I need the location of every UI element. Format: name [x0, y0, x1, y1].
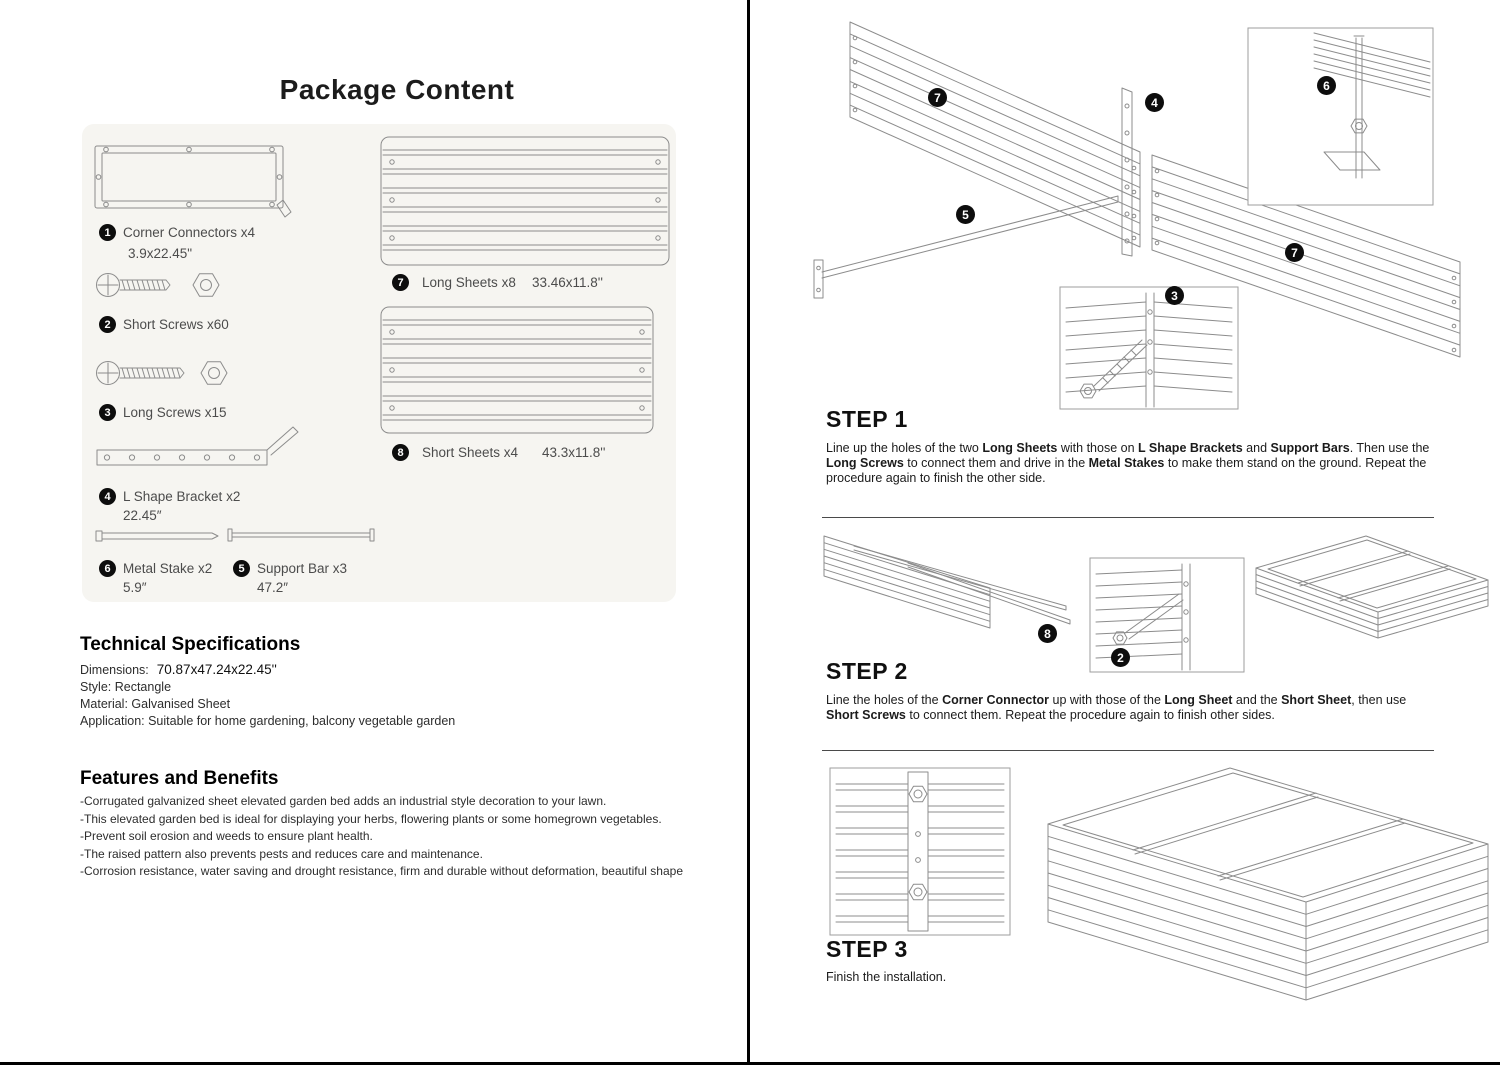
spec-dimensions-label: Dimensions: — [80, 663, 149, 677]
corner-connector-drawing — [94, 145, 292, 218]
feature-item: -Corrosion resistance, water saving and … — [80, 864, 683, 878]
part-3-label: Long Screws x15 — [123, 405, 227, 420]
tech-specs-heading: Technical Specifications — [80, 634, 301, 655]
diagram-badge-long-sheet-2: 7 — [1285, 243, 1304, 262]
step1-title: STEP 1 — [826, 406, 908, 432]
feature-item: -This elevated garden bed is ideal for d… — [80, 811, 662, 826]
part-5-label: Support Bar x3 — [257, 561, 348, 576]
part-1-size: 3.9x22.45" — [128, 246, 193, 261]
step2-text: Line the holes of the Corner Connector u… — [826, 693, 1407, 722]
part-6-badge: 6 — [99, 560, 116, 577]
part-4-badge: 4 — [99, 488, 116, 505]
page-title: Package Content — [279, 74, 515, 105]
step3-text: Finish the installation. — [826, 970, 947, 984]
stake-detail-inset — [1247, 27, 1434, 206]
long-screw-drawing — [96, 361, 228, 385]
l-bracket-drawing — [96, 426, 299, 466]
diagram-badge-metal-stake: 6 — [1317, 76, 1336, 95]
part-5-badge: 5 — [233, 560, 250, 577]
diagram-badge-short-screw: 2 — [1111, 648, 1130, 667]
step3-diagram — [829, 767, 1489, 1001]
step1-text: Line up the holes of the two Long Sheets… — [826, 441, 1430, 485]
spec-material: Material: Galvanised Sheet — [80, 697, 231, 711]
feature-item: -Prevent soil erosion and weeds to ensur… — [80, 829, 373, 843]
features-list: -Corrugated galvanized sheet elevated ga… — [80, 793, 740, 881]
part-1-label: Corner Connectors x4 — [123, 225, 256, 240]
part-7-label: Long Sheets x8 — [422, 275, 516, 290]
spec-dimensions-value: 70.87x47.24x22.45'' — [156, 662, 277, 677]
feature-item: -Corrugated galvanized sheet elevated ga… — [80, 794, 607, 808]
part-6-label: Metal Stake x2 — [123, 561, 213, 576]
corner-detail-inset — [1089, 557, 1245, 673]
section-divider — [822, 517, 1434, 518]
diagram-badge-support-bar: 5 — [956, 205, 975, 224]
diagram-badge-long-sheet: 7 — [928, 88, 947, 107]
step2-title: STEP 2 — [826, 658, 908, 684]
part-7-size: 33.46x11.8'' — [532, 275, 603, 290]
part-6-size: 5.9″ — [123, 580, 147, 595]
step1-diagram — [813, 21, 1461, 410]
metal-stake-drawing — [95, 530, 219, 542]
part-5-size: 47.2″ — [257, 580, 289, 595]
spec-style: Style: Rectangle — [80, 680, 172, 694]
part-8-badge: 8 — [392, 444, 409, 461]
short-sheets-drawing — [380, 306, 654, 434]
features-heading: Features and Benefits — [80, 768, 279, 789]
part-2-label: Short Screws x60 — [123, 317, 229, 332]
spec-dimensions: Dimensions: 70.87x47.24x22.45'' — [80, 662, 277, 677]
part-3-badge: 3 — [99, 404, 116, 421]
part-1-badge: 1 — [99, 224, 116, 241]
short-screw-drawing — [96, 273, 220, 297]
diagram-badge-l-bracket: 4 — [1145, 93, 1164, 112]
part-4-size: 22.45″ — [123, 508, 162, 523]
step3-title: STEP 3 — [826, 936, 908, 962]
part-2-badge: 2 — [99, 316, 116, 333]
part-7-badge: 7 — [392, 274, 409, 291]
part-8-label: Short Sheets x4 — [422, 445, 519, 460]
support-bar-drawing — [227, 528, 375, 542]
page-divider — [747, 0, 750, 1065]
feature-item: -The raised pattern also prevents pests … — [80, 846, 483, 861]
spec-application: Application: Suitable for home gardening… — [80, 714, 456, 728]
part-4-label: L Shape Bracket x2 — [123, 489, 241, 504]
part-8-size: 43.3x11.8'' — [542, 445, 606, 460]
diagram-badge-short-sheet: 8 — [1038, 624, 1057, 643]
bottom-border — [0, 1062, 1500, 1065]
diagram-badge-long-screw: 3 — [1165, 286, 1184, 305]
section-divider — [822, 750, 1434, 751]
step2-diagram — [823, 535, 1489, 673]
long-sheets-drawing — [380, 136, 670, 266]
